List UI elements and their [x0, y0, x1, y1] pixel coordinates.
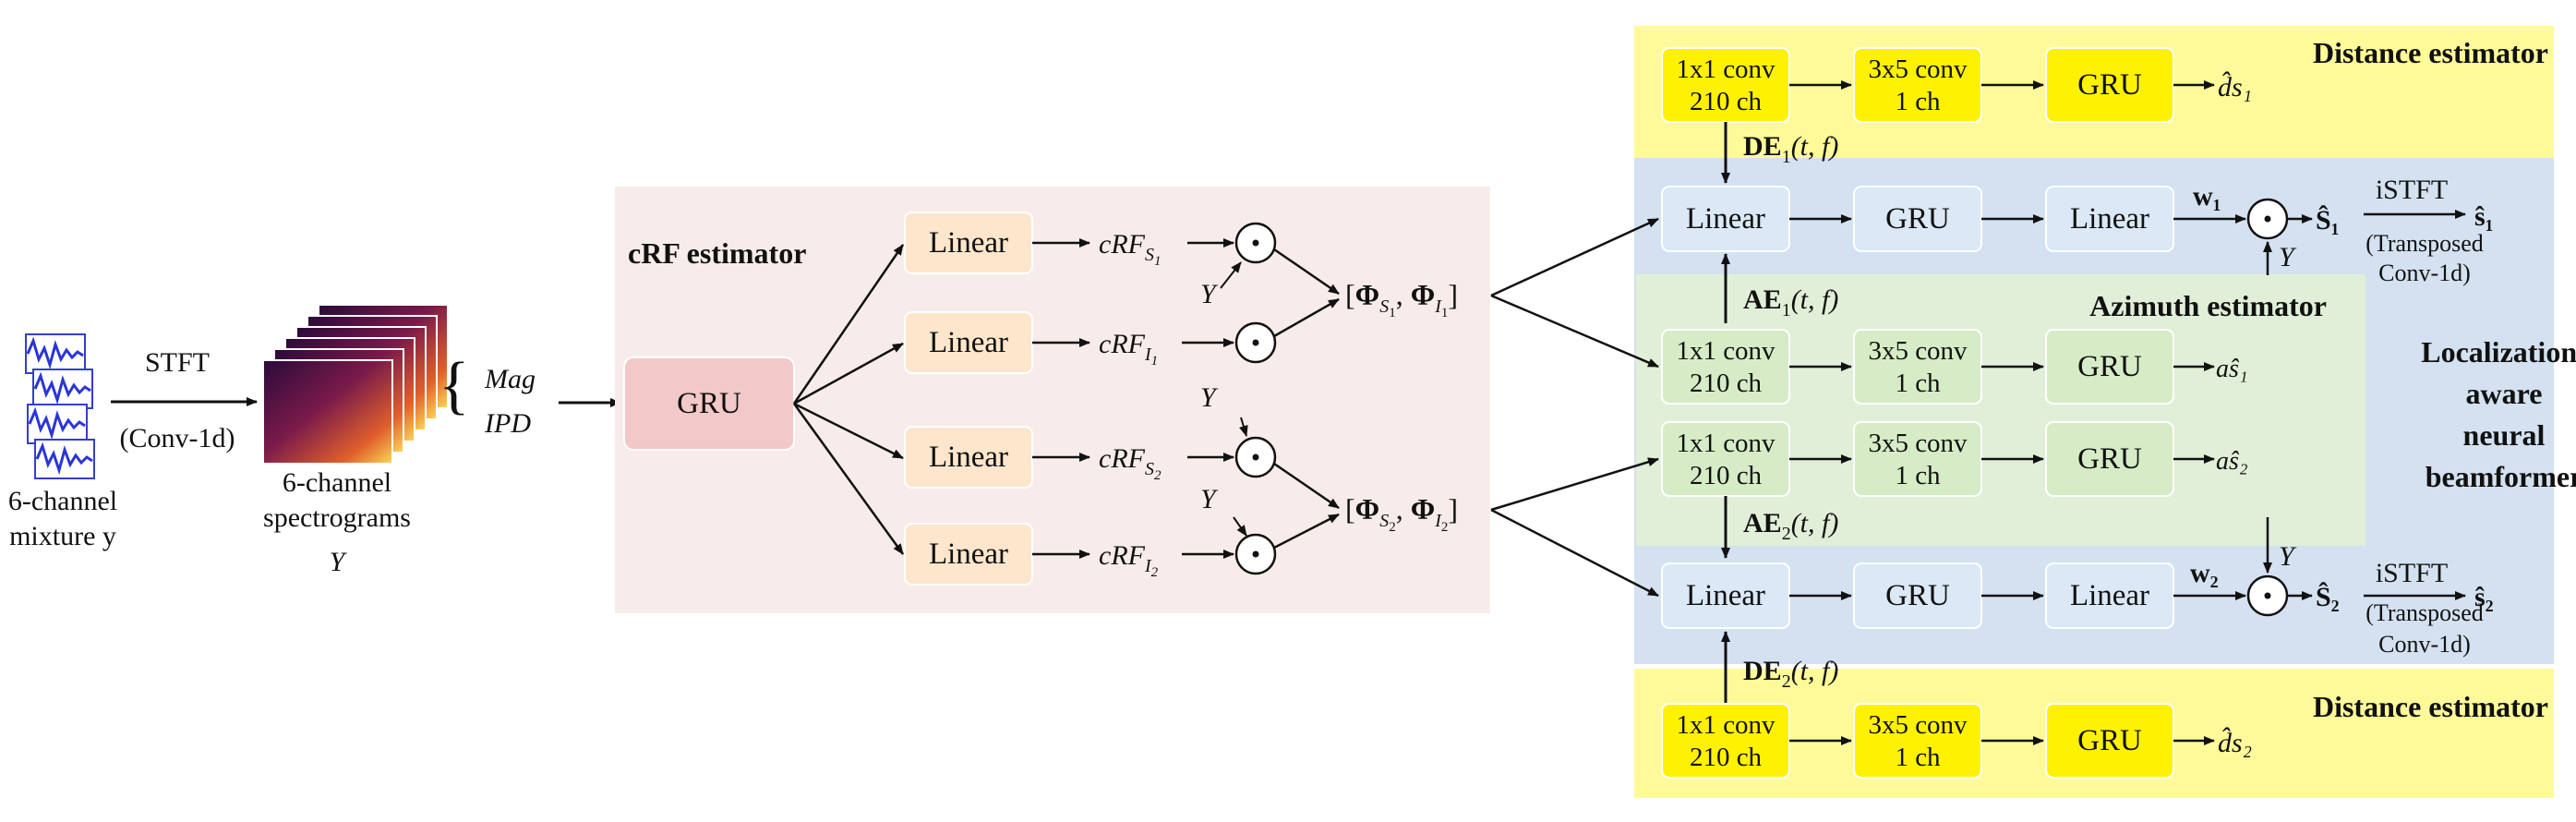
dist-bot-output: d̂s₂ [2218, 727, 2252, 758]
az2-conv2-line1: 3x5 conv [1868, 429, 1968, 458]
mult4-to-phi2-arrow [1273, 513, 1340, 550]
de1-feature-label: DE1(t, f) [1743, 131, 1838, 167]
az1-output: aŝ₁ [2216, 355, 2248, 383]
istft2-label: iSTFT [2376, 558, 2448, 588]
bf-row2-gru-label: GRU [1885, 579, 1950, 612]
dist-top-conv2-line2: 1 ch [1895, 87, 1941, 116]
w2-label: w₂ [2190, 558, 2219, 588]
w1-label: w₁ [2193, 181, 2221, 212]
dist-top-conv2-line1: 3x5 conv [1868, 54, 1968, 84]
gru-to-linear1-arrow [792, 244, 905, 405]
istft2-sub1: (Transposed [2365, 599, 2484, 626]
y-label-1: Y [1200, 279, 1219, 309]
bf-row1-gru-label: GRU [1885, 202, 1950, 236]
dist-bot-conv1-line1: 1x1 conv [1676, 710, 1776, 740]
feature-mag: Mag [484, 364, 536, 394]
s2-label: Ŝ₂ [2316, 582, 2340, 612]
crf-linear-label-2: Linear [929, 326, 1008, 359]
bf-row2-y-label: Y [2279, 541, 2297, 572]
stft-sublabel: (Conv-1d) [120, 423, 235, 453]
azimuth-estimator-panel [1636, 274, 2365, 546]
feature-ipd: IPD [484, 408, 531, 439]
s1-label: Ŝ₁ [2316, 205, 2340, 236]
crf-gru-label: GRU [677, 387, 741, 420]
de2-feature-label: DE2(t, f) [1743, 656, 1838, 692]
bf-row1-y-label: Y [2279, 242, 2297, 272]
dist-bot-conv2-line2: 1 ch [1895, 743, 1941, 772]
feature-brace: { [439, 350, 470, 421]
az2-gru-label: GRU [2077, 442, 2142, 476]
beamformer-title-line2: aware [2466, 377, 2543, 410]
mixture-label-line1: 6-channel [8, 486, 117, 516]
crf-linear-label-1: Linear [929, 226, 1008, 260]
gru-to-linear4-arrow [792, 403, 905, 555]
stft-label: STFT [145, 347, 210, 378]
spectrogram-label-line2: spectrograms [263, 502, 411, 533]
crf-multiply-nodes [1234, 222, 1277, 575]
beamformer-title-line4: beamformer [2426, 460, 2576, 493]
az1-conv2-line1: 3x5 conv [1868, 336, 1968, 366]
bf-row2-multiply-dot [2264, 592, 2271, 599]
phi2-to-bf-arrow [1490, 508, 1659, 598]
distance-estimator-top-title: Distance estimator [2313, 36, 2548, 69]
crf-linear-label-4: Linear [929, 538, 1008, 571]
y3-arrow [1233, 516, 1247, 537]
dist-bot-gru-label: GRU [2077, 724, 2142, 757]
az1-gru-label: GRU [2077, 350, 2142, 383]
beamformer-title-line1: Localization- [2421, 335, 2576, 369]
y-label-2: Y [1200, 382, 1219, 413]
phi1-to-az-arrow [1490, 294, 1659, 369]
az2-conv1-line1: 1x1 conv [1676, 429, 1776, 458]
crf-estimator-title: cRF estimator [628, 236, 806, 270]
istft2-sub2: Conv-1d) [2378, 631, 2471, 658]
istft1-label: iSTFT [2376, 175, 2448, 205]
az2-output: aŝ₂ [2216, 447, 2248, 476]
bf-row1-linear2-label: Linear [2070, 202, 2149, 236]
mult3-to-phi2-arrow [1273, 462, 1340, 510]
azimuth-estimator-title: Azimuth estimator [2089, 289, 2327, 322]
az1-conv1-line1: 1x1 conv [1676, 336, 1776, 366]
crf-linear-label-3: Linear [929, 441, 1008, 474]
dist-bot-conv1-line2: 210 ch [1690, 743, 1763, 772]
out2-label: ŝ₂ [2474, 582, 2494, 612]
ae1-feature-label: AE1(t, f) [1743, 284, 1838, 320]
az1-conv1-line2: 210 ch [1690, 369, 1763, 398]
y1-arrow [1220, 261, 1242, 289]
istft1-sub2: Conv-1d) [2378, 260, 2471, 286]
mult1-to-phi1-arrow [1273, 248, 1340, 296]
az2-conv1-line2: 210 ch [1690, 461, 1763, 490]
bf-row2-linear2-label: Linear [2070, 579, 2149, 612]
dist-top-conv1-line2: 210 ch [1690, 87, 1763, 116]
dist-top-conv1-line1: 1x1 conv [1676, 54, 1776, 84]
spectrogram-stack [262, 304, 449, 465]
az2-conv2-line2: 1 ch [1895, 461, 1941, 490]
out1-label: ŝ₁ [2474, 201, 2494, 232]
dist-top-output: d̂s₁ [2218, 71, 2252, 103]
dist-top-gru-label: GRU [2077, 68, 2142, 102]
mult2-to-phi1-arrow [1273, 297, 1340, 338]
spectrogram-symbol: Y [330, 547, 348, 577]
bf-row1-linear1-label: Linear [1686, 202, 1765, 236]
istft1-sub1: (Transposed [2365, 230, 2484, 257]
spectrogram-label-line1: 6-channel [283, 467, 391, 498]
gru-to-linear2-arrow [793, 342, 904, 405]
y2-arrow [1239, 417, 1248, 437]
y-label-3: Y [1200, 484, 1219, 514]
distance-estimator-bottom-title: Distance estimator [2313, 690, 2548, 723]
az1-conv2-line2: 1 ch [1895, 369, 1941, 398]
dist-bot-conv2-line1: 3x5 conv [1868, 710, 1968, 740]
bf-row1-multiply-dot [2264, 215, 2271, 223]
gru-to-linear3-arrow [793, 402, 904, 460]
bf-row2-linear1-label: Linear [1686, 579, 1765, 612]
waveform-stack [25, 333, 95, 479]
beamformer-title-line3: neural [2463, 418, 2546, 452]
ae2-feature-label: AE2(t, f) [1743, 508, 1838, 544]
mixture-label-line2: mixture y [9, 521, 116, 551]
phi2-to-az-arrow [1490, 457, 1659, 512]
phi1-to-bf-arrow [1490, 217, 1659, 297]
